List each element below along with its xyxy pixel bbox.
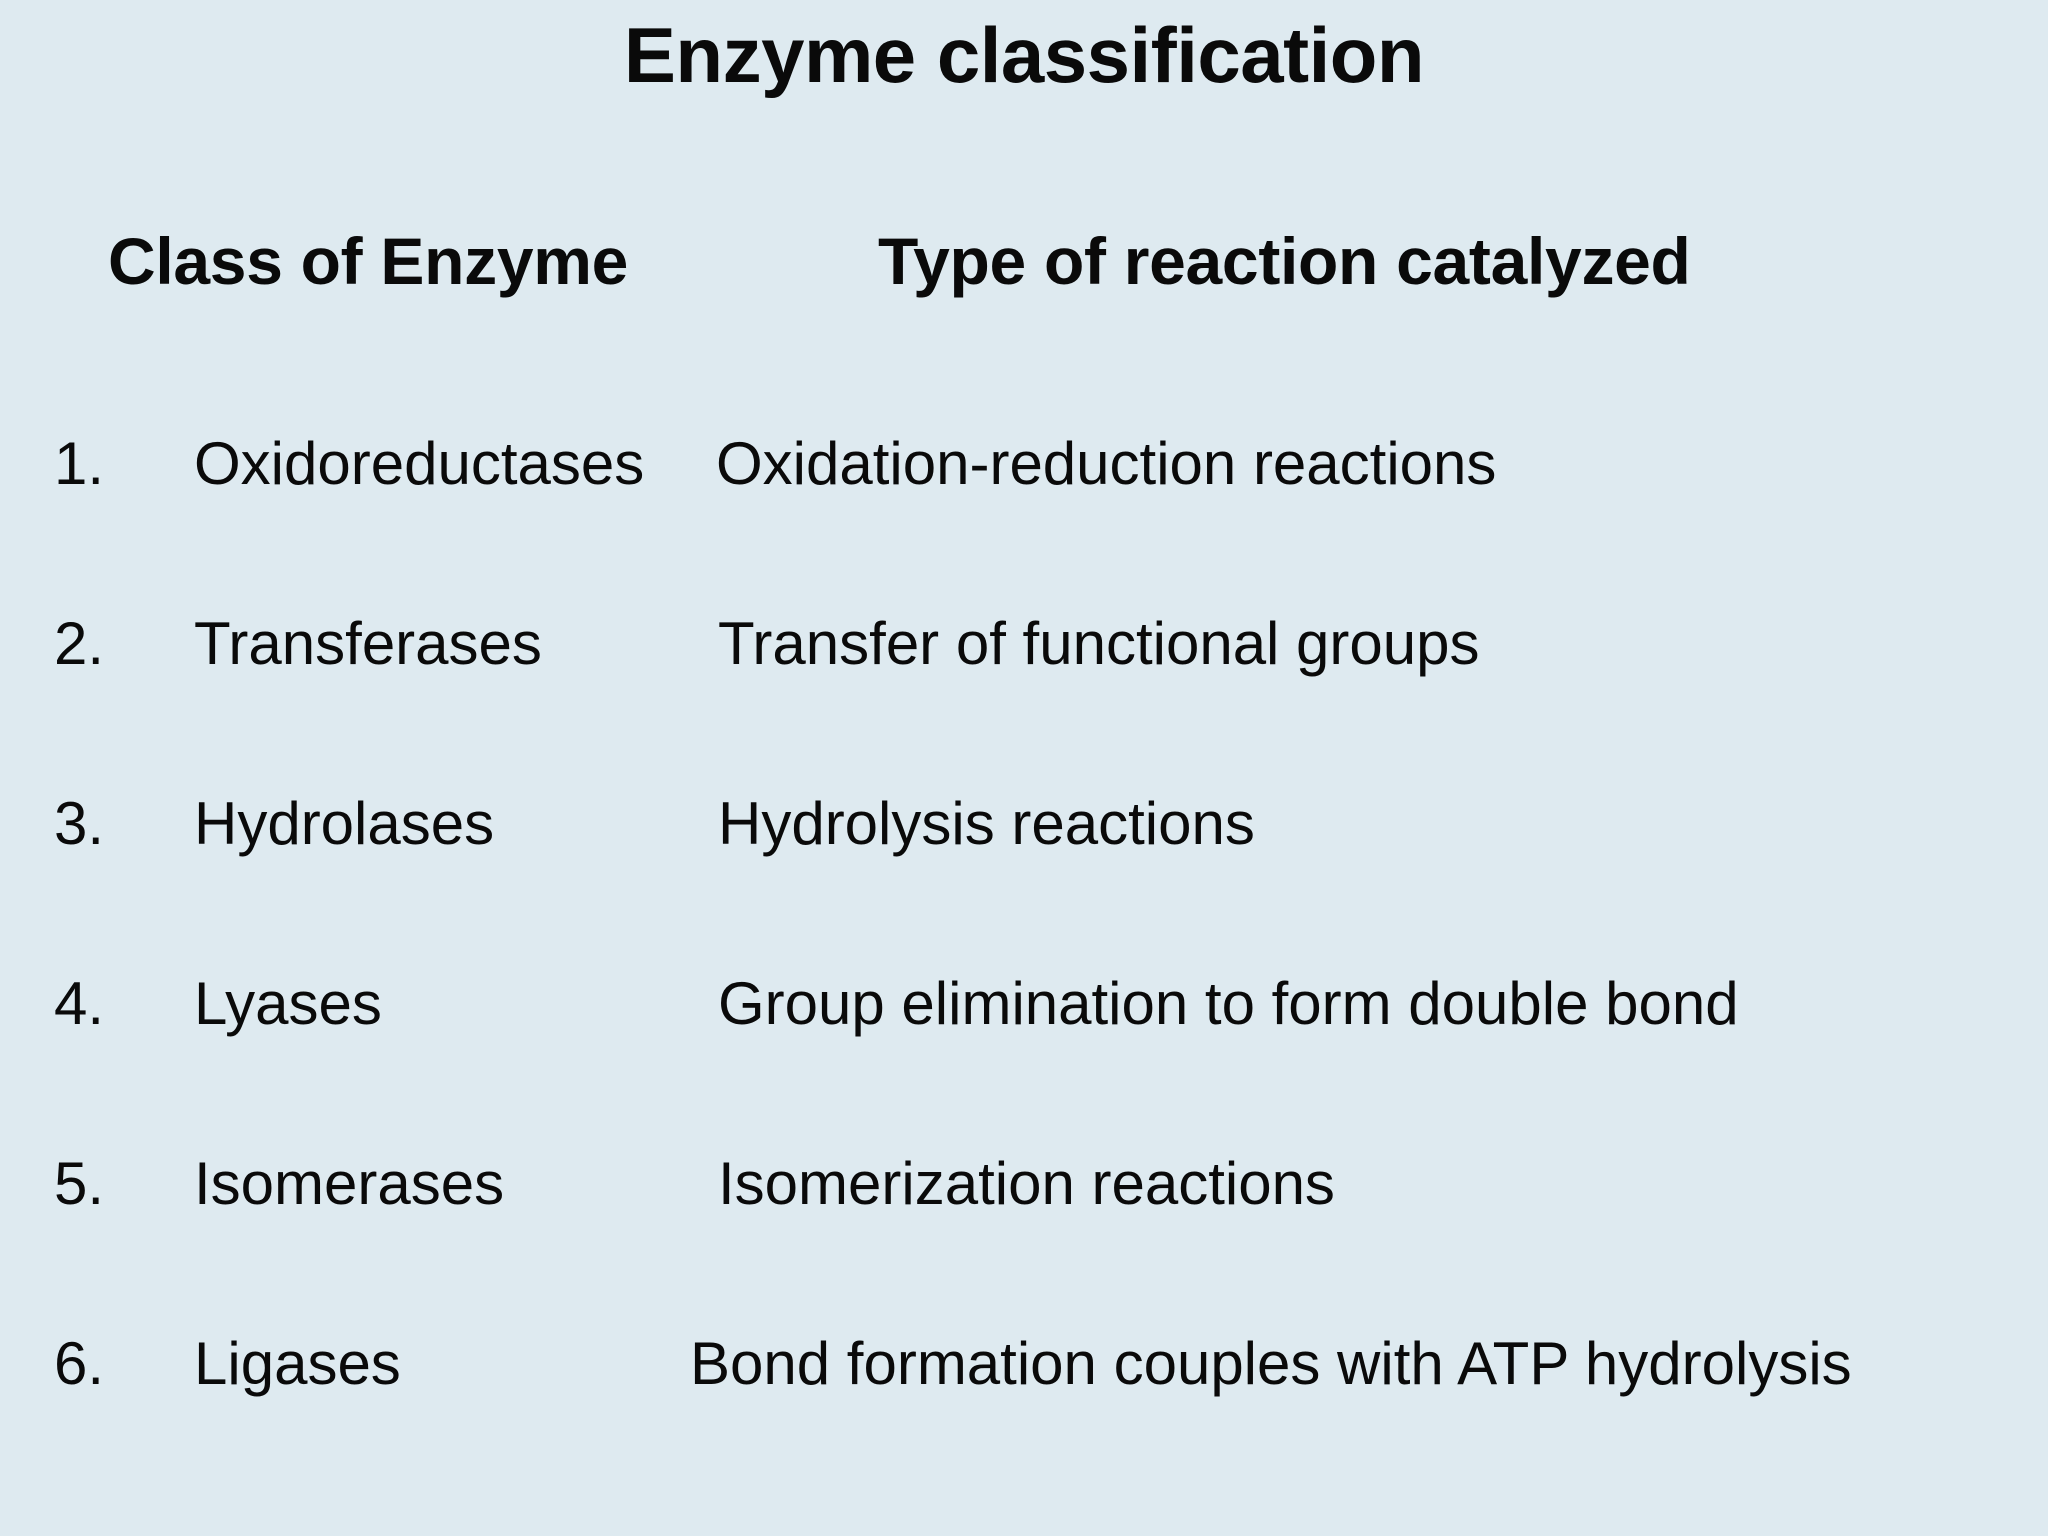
reaction-type-label: Bond formation couples with ATP hydrolys… [690, 1330, 1852, 1397]
enzyme-class-label: Transferases [194, 610, 542, 677]
row-number: 2. [54, 610, 105, 677]
enzyme-class-label: Lyases [194, 970, 382, 1037]
table-row: 2. Transferases Transfer of functional g… [0, 614, 2048, 794]
enzyme-class-label: Hydrolases [194, 790, 495, 857]
row-number: 5. [54, 1150, 105, 1217]
reaction-type-label: Group elimination to form double bond [718, 970, 1739, 1037]
row-number: 4. [54, 970, 105, 1037]
enzyme-class-label: Ligases [194, 1330, 401, 1397]
row-number: 3. [54, 790, 105, 857]
row-number: 6. [54, 1330, 105, 1397]
table-row: 4. Lyases Group elimination to form doub… [0, 974, 2048, 1154]
column-header-type-of-reaction: Type of reaction catalyzed [878, 224, 1691, 298]
row-number: 1. [54, 430, 105, 497]
reaction-type-label: Oxidation-reduction reactions [716, 430, 1497, 497]
enzyme-class-label: Oxidoreductases [194, 430, 645, 497]
table-row: 1. Oxidoreductases Oxidation-reduction r… [0, 434, 2048, 614]
table-row: 5. Isomerases Isomerization reactions [0, 1154, 2048, 1334]
reaction-type-label: Transfer of functional groups [718, 610, 1480, 677]
column-header-class-of-enzyme: Class of Enzyme [108, 224, 629, 298]
reaction-type-label: Hydrolysis reactions [718, 790, 1255, 857]
enzyme-class-label: Isomerases [194, 1150, 505, 1217]
table-row: 6. Ligases Bond formation couples with A… [0, 1334, 2048, 1514]
table-row: 3. Hydrolases Hydrolysis reactions [0, 794, 2048, 974]
table-header-row: Class of Enzyme Type of reaction catalyz… [0, 228, 2048, 312]
table-body: 1. Oxidoreductases Oxidation-reduction r… [0, 434, 2048, 1514]
reaction-type-label: Isomerization reactions [718, 1150, 1335, 1217]
page-title: Enzyme classification [623, 11, 1425, 99]
